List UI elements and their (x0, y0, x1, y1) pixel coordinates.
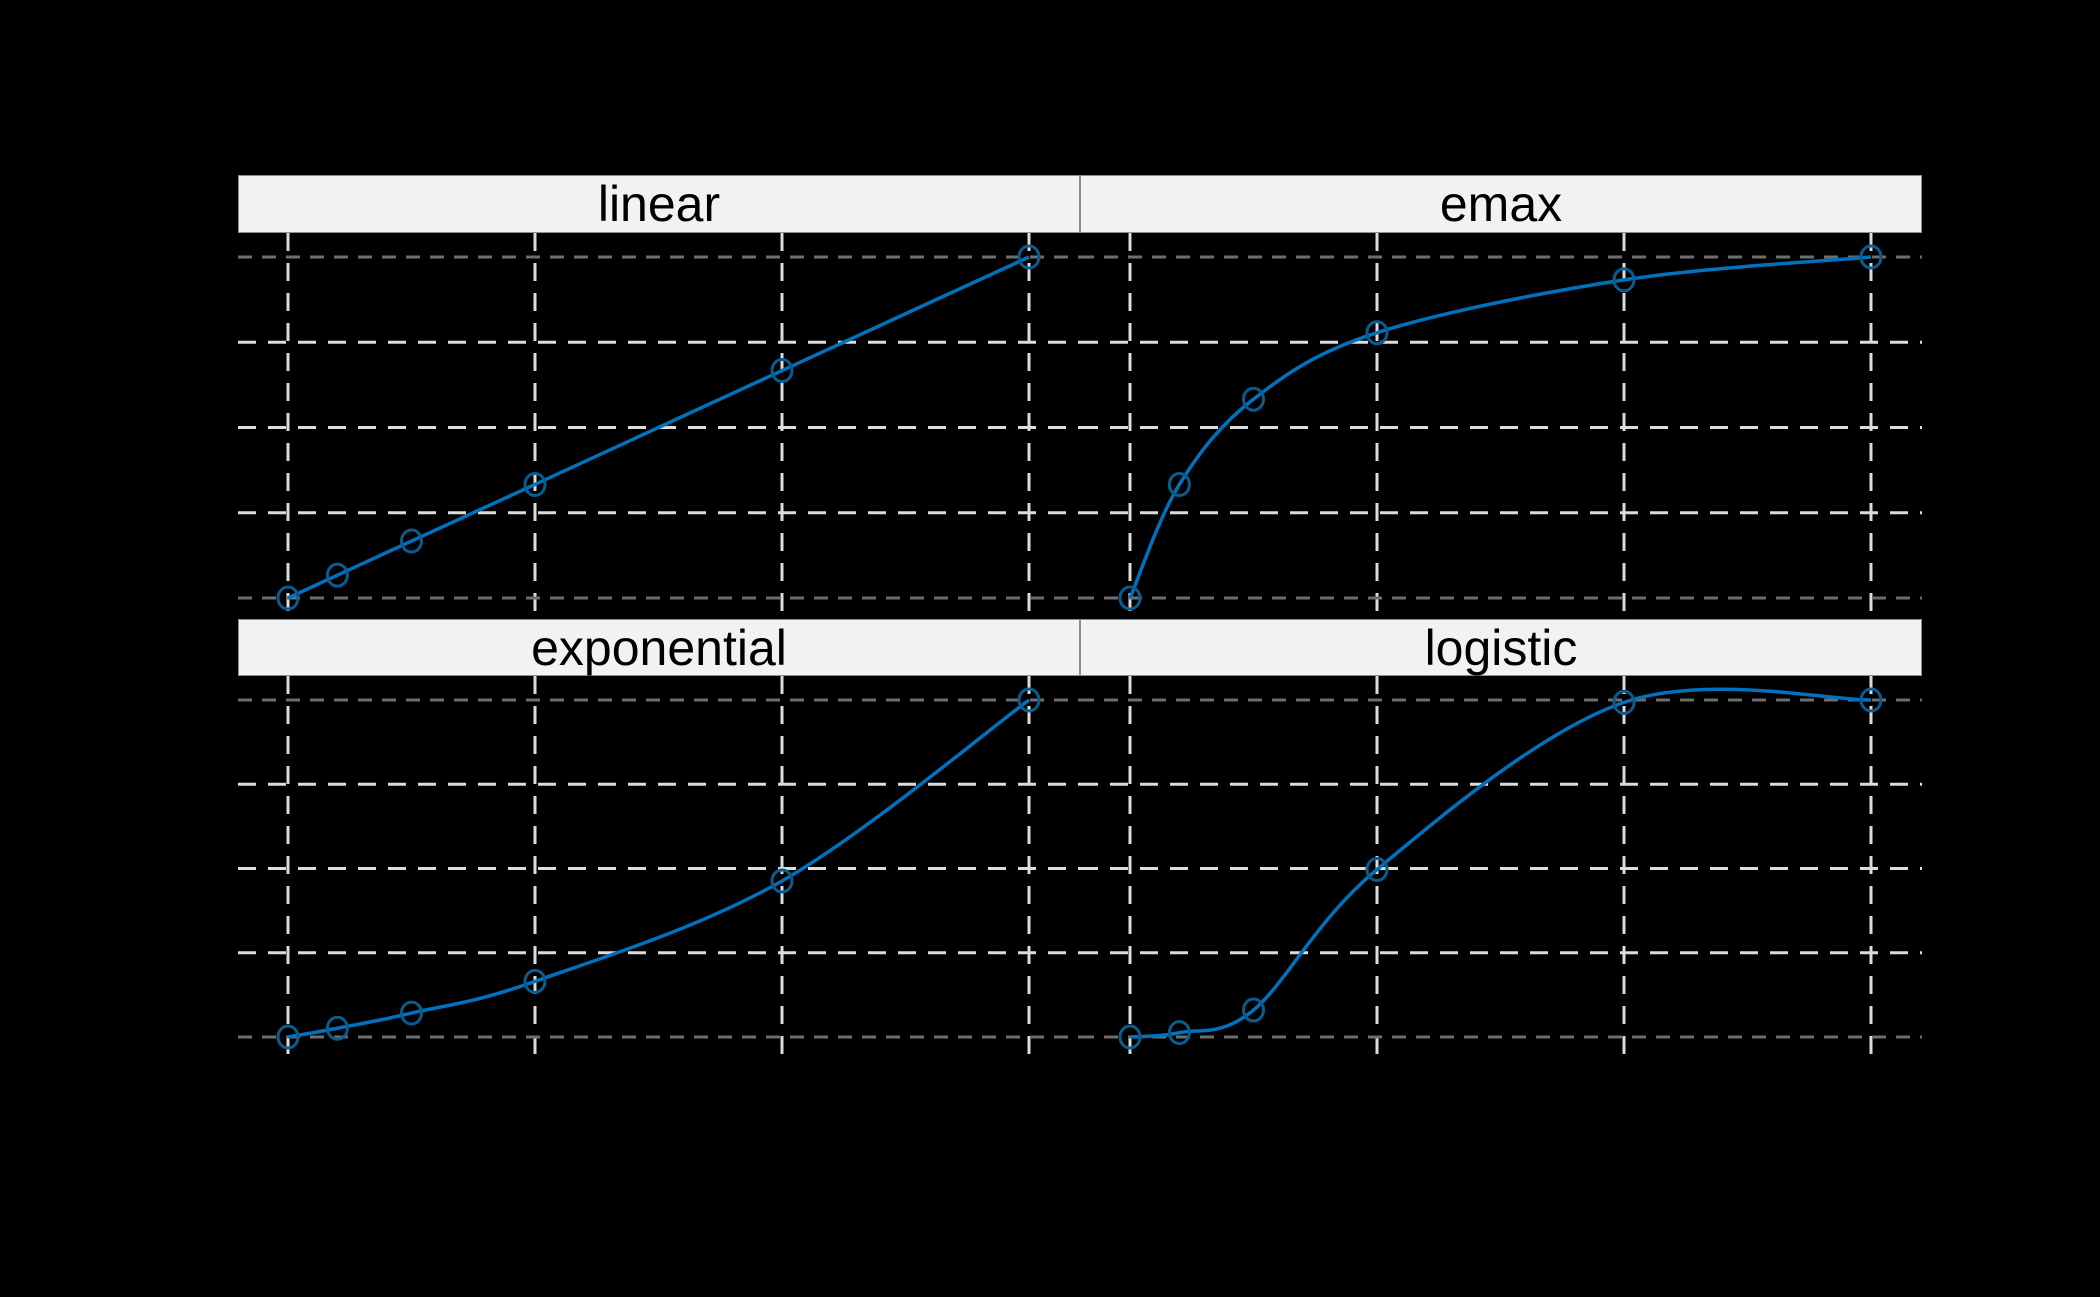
data-point-marker (1612, 689, 1636, 715)
response-curve (1128, 255, 1872, 599)
strip-linear: linear (238, 175, 1080, 233)
data-point-marker (1118, 585, 1142, 611)
data-point-marker (325, 1015, 349, 1041)
data-point-marker (1242, 997, 1265, 1023)
strip-exponential: exponential (238, 619, 1080, 676)
panel-exponential (238, 676, 1080, 1058)
strip-label: emax (1439, 176, 1563, 232)
data-point-marker (523, 471, 547, 497)
data-point-marker (1167, 1020, 1191, 1046)
response-curve (1129, 687, 1872, 1039)
data-point-marker (1859, 687, 1883, 713)
data-point-marker (770, 868, 794, 894)
data-point-marker (1167, 471, 1191, 497)
panel-logistic (1080, 676, 1922, 1058)
strip-logistic: logistic (1080, 619, 1922, 676)
data-point-marker (400, 1000, 423, 1026)
strip-emax: emax (1080, 175, 1922, 233)
strip-label: exponential (531, 619, 787, 676)
data-point-marker (1612, 267, 1636, 293)
data-point-marker (770, 358, 794, 384)
data-point-marker (400, 528, 423, 554)
data-point-marker (1017, 687, 1041, 713)
panel-linear (238, 233, 1080, 619)
data-point-marker (1242, 386, 1265, 412)
data-point-marker (1017, 244, 1041, 270)
data-point-marker (1859, 244, 1883, 270)
data-point-marker (1365, 857, 1389, 883)
data-point-marker (1365, 320, 1389, 346)
data-point-marker (325, 562, 349, 588)
data-point-marker (1118, 1024, 1142, 1050)
data-point-marker (276, 1024, 300, 1050)
data-point-marker (276, 585, 300, 611)
data-point-marker (523, 968, 547, 994)
panel-emax (1080, 233, 1922, 619)
strip-label: linear (597, 176, 721, 232)
strip-label: logistic (1424, 619, 1578, 676)
